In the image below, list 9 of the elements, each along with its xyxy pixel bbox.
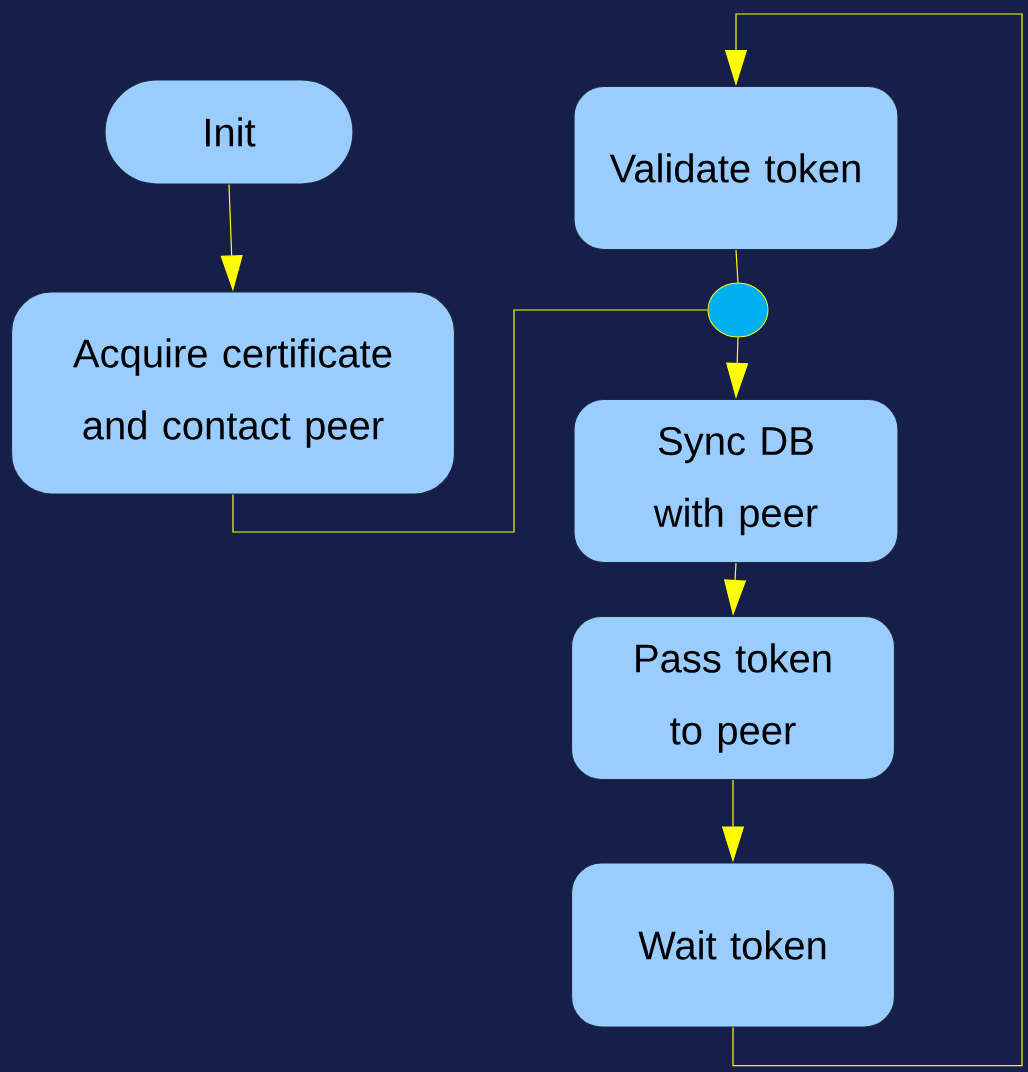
process-box: Wait token (570, 862, 896, 1028)
connector (232, 309, 709, 533)
process-box: Sync DB with peer (573, 398, 899, 564)
process-box: Init (104, 79, 354, 185)
process-box: Validate token (573, 85, 899, 251)
process-box: Acquire certificate and contact peer (10, 291, 456, 495)
process-box: Pass token to peer (570, 615, 896, 781)
merge-circle (707, 282, 769, 338)
connector (735, 249, 739, 284)
